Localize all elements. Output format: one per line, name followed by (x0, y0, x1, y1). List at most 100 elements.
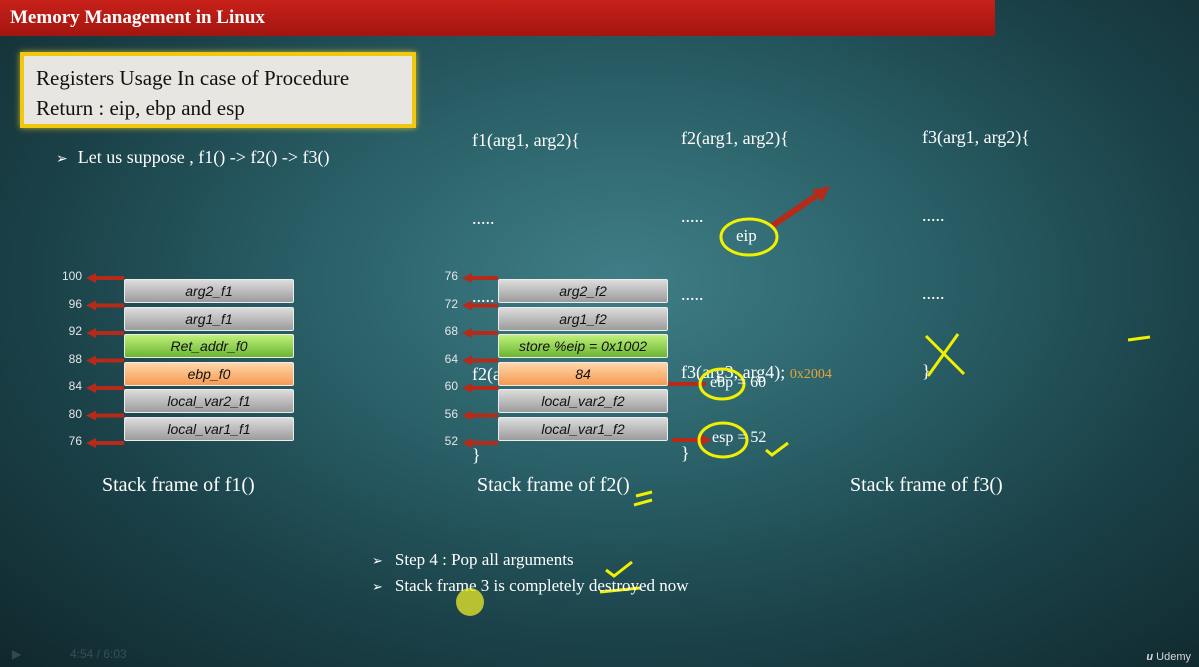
play-icon[interactable]: ▶ (12, 647, 22, 661)
f2-stack-cell: arg2_f2 (498, 279, 668, 303)
heading-box: Registers Usage In case of Procedure Ret… (20, 52, 416, 128)
dash-mark (1127, 335, 1151, 342)
esp-arrow-head (700, 434, 712, 446)
f1-stack-cell: local_var2_f1 (124, 389, 294, 413)
f2-address-arrow-head (462, 355, 472, 366)
f2-address-arrow-head (462, 383, 472, 393)
slide-title: Memory Management in Linux (10, 7, 265, 28)
udemy-logo-icon: u (1146, 651, 1154, 663)
bullet-arrow-icon: ➢ (56, 151, 68, 167)
f1-stack-cell: arg1_f1 (124, 306, 294, 331)
f1-address-label: 100 (61, 269, 82, 283)
udemy-watermark-text: Udemy (1156, 651, 1191, 663)
f1-address-arrow-head (86, 410, 96, 421)
ebp-highlight-circle (698, 367, 746, 401)
esp-check-mark (765, 441, 789, 457)
player-time: 4:54 / 6:03 (70, 647, 127, 661)
eip-arrow (770, 190, 822, 229)
cursor-highlight (456, 588, 484, 616)
f2-address-label: 52 (444, 434, 458, 448)
f2-stack-cell: arg1_f2 (498, 306, 668, 331)
f1-address-arrow-head (86, 438, 96, 448)
f1-stack-cell: Ret_addr_f0 (124, 334, 294, 358)
code-f3-dots-2: ..... (922, 283, 945, 303)
f1-address-label: 88 (68, 351, 82, 366)
f2-stack-cell: local_var1_f2 (498, 416, 668, 441)
code-f1-signature: f1(arg1, arg2){ (472, 130, 580, 150)
f1-address-label: 76 (68, 434, 82, 448)
f2-address-label: 72 (444, 296, 458, 311)
esp-value: = 52 (733, 429, 767, 446)
f2-address-label: 68 (444, 324, 458, 338)
code-f3-close: } (922, 361, 931, 381)
code-block-f3: f3(arg1, arg2){ ..... ..... } (922, 72, 1030, 410)
f1-address-arrow-head (86, 355, 96, 366)
code-f1-dots-1: ..... (472, 208, 495, 228)
f2-address-label: 64 (444, 351, 458, 366)
step-text: Stack frame 3 is completely destroyed no… (394, 576, 689, 595)
step-text: Step 4 : Pop all arguments (394, 550, 574, 569)
ebp-value: = 60 (733, 374, 767, 391)
f2-address-label: 60 (444, 379, 458, 393)
f1-address-arrow-head (86, 328, 96, 338)
step5-underline-mark (599, 586, 641, 594)
ebp-label: ebp = 60 (710, 374, 766, 392)
f1-address-label: 84 (68, 379, 82, 393)
code-f3-signature: f3(arg1, arg2){ (922, 127, 1030, 147)
code-f2-close: } (681, 443, 690, 463)
bullet-arrow-icon: ➢ (372, 580, 383, 595)
f2-address-arrow-head (462, 300, 472, 311)
code-f1-dots-2: ..... (472, 286, 495, 306)
f1-address-arrow-head (86, 273, 96, 283)
heading-line-1: Registers Usage In case of Procedure (36, 66, 350, 90)
f1-stack-cell: arg2_f1 (124, 279, 294, 303)
code-f2-signature: f2(arg1, arg2){ (681, 128, 789, 148)
code-f3-dots-1: ..... (922, 205, 945, 225)
f2-address-arrow-head (462, 328, 472, 338)
caption-stack-f1: Stack frame of f1() (102, 474, 255, 496)
f2-stack-cell: local_var2_f2 (498, 389, 668, 413)
f2-underline-mark (633, 490, 653, 507)
intro-bullet: ➢Let us suppose , f1() -> f2() -> f3() (56, 147, 329, 168)
bullet-arrow-icon: ➢ (372, 554, 383, 569)
ebp-register-name: ebp (710, 374, 734, 391)
eip-highlight-circle (719, 217, 779, 257)
f2-address-label: 56 (444, 406, 458, 421)
code-f1-close: } (472, 445, 481, 465)
eip-label: eip (736, 226, 757, 245)
step-item: ➢ Step 4 : Pop all arguments (372, 548, 689, 574)
code-f2-call-line: f3(arg3, arg4); 0x2004 (681, 359, 832, 388)
f1-address-label: 80 (68, 406, 82, 421)
f1-address-arrow-head (86, 300, 96, 311)
code-f2-dots-2: ..... (681, 284, 704, 304)
f2-address-arrow-head (462, 410, 472, 421)
esp-highlight-circle (697, 421, 749, 459)
step4-check-mark (605, 560, 633, 578)
step-item: ➢ Stack frame 3 is completely destroyed n… (372, 574, 689, 600)
f2-address-label: 76 (444, 269, 458, 283)
slide-title-bar: Memory Management in Linux (0, 0, 995, 36)
code-block-f2: f2(arg1, arg2){ ..... ..... f3(arg3, arg… (681, 73, 832, 492)
esp-label: esp = 52 (712, 429, 766, 447)
heading-line-2: Return : eip, ebp and esp (36, 96, 245, 120)
esp-register-name: esp (712, 429, 734, 446)
f1-address-label: 92 (68, 324, 82, 338)
f3-cross-mark (924, 333, 966, 377)
f2-stack-cell: store %eip = 0x1002 (498, 334, 668, 358)
f1-stack-cell: local_var1_f1 (124, 416, 294, 441)
f2-address-arrow-head (462, 273, 472, 283)
f1-address-arrow-head (86, 383, 96, 393)
caption-stack-f3: Stack frame of f3() (850, 474, 1003, 496)
code-f2-return-address: 0x2004 (789, 367, 832, 382)
eip-arrow-head (812, 186, 830, 202)
f1-stack-cell: ebp_f0 (124, 361, 294, 386)
f2-stack-cell: 84 (498, 361, 668, 386)
f1-address-label: 96 (68, 296, 82, 311)
code-f2-dots-1: ..... (681, 206, 704, 226)
caption-stack-f2: Stack frame of f2() (477, 474, 630, 496)
udemy-watermark: u Udemy (1146, 651, 1191, 663)
